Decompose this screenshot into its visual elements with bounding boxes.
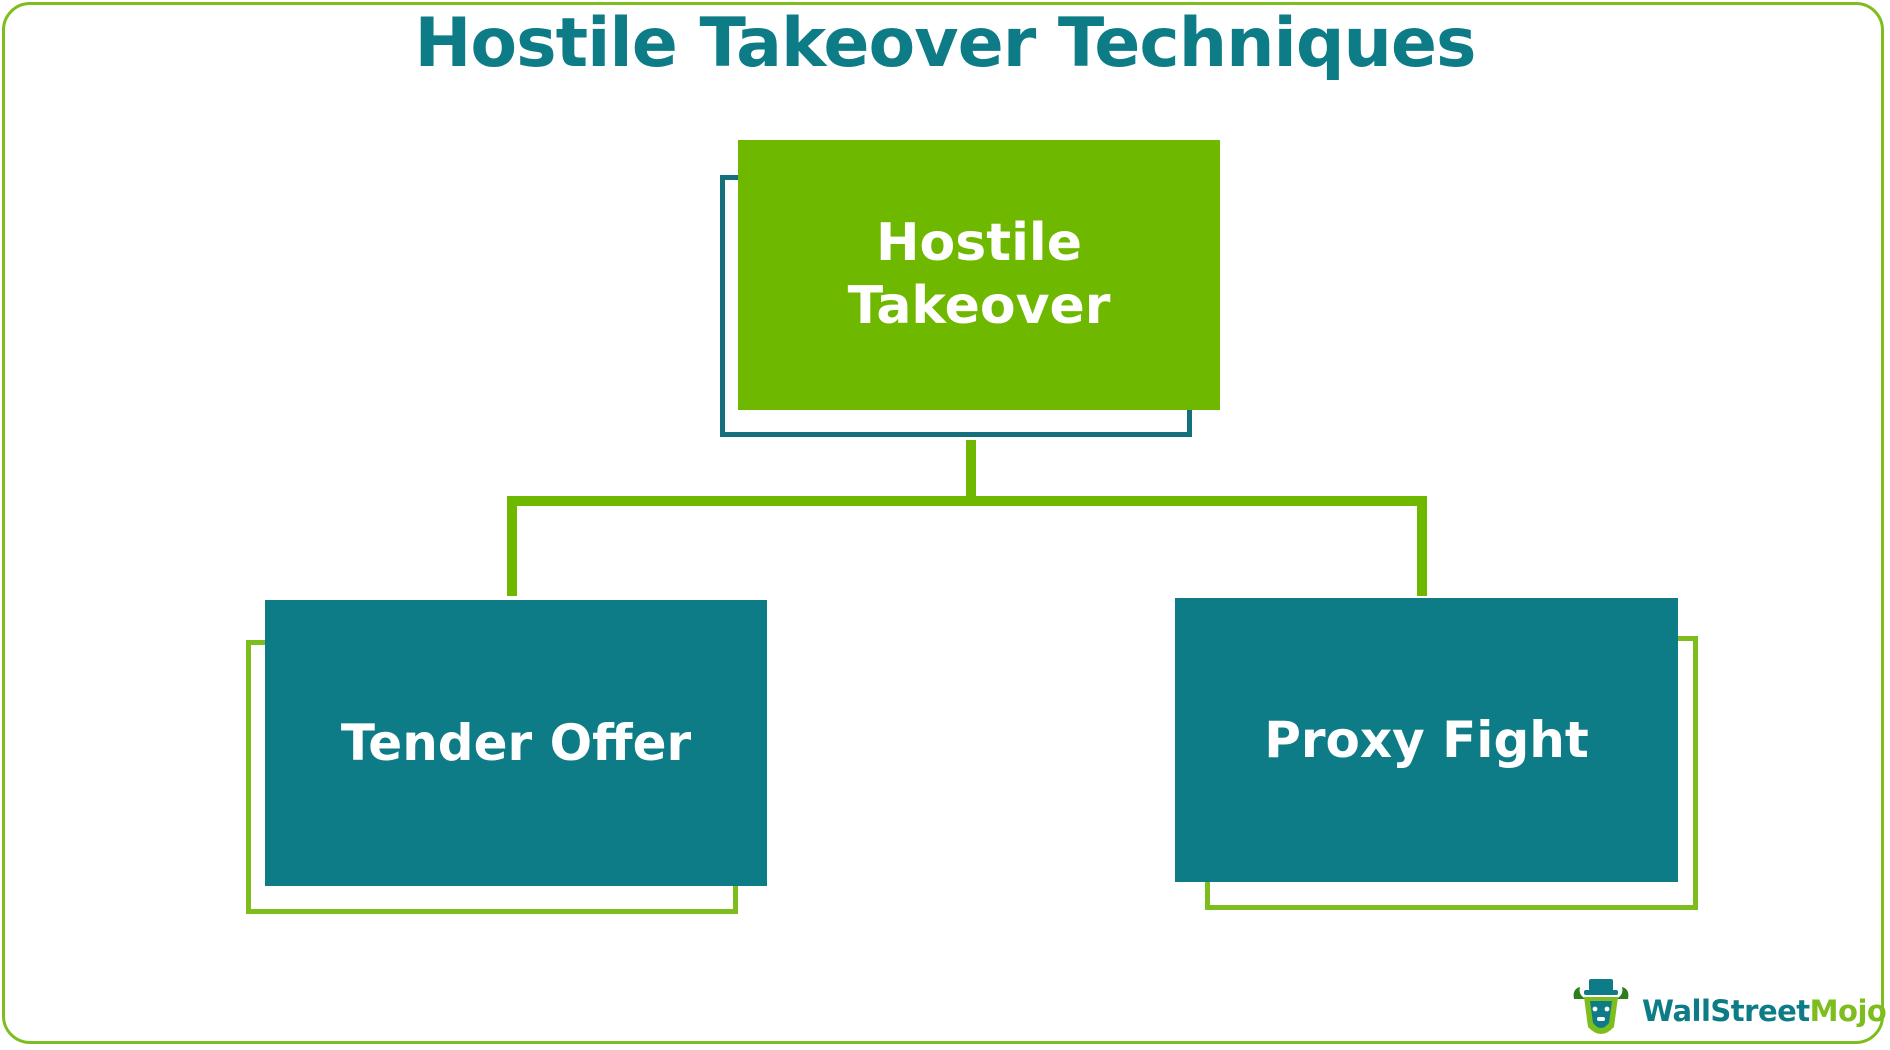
- connector-root-stem: [966, 440, 976, 498]
- brand-wordmark-part3: Mojo: [1809, 994, 1887, 1028]
- child-node-label: Proxy Fight: [1264, 710, 1589, 769]
- connector-right-drop: [1417, 496, 1427, 596]
- child-node-proxy-fight: Proxy Fight: [1175, 598, 1678, 882]
- child-node-label: Tender Offer: [340, 713, 692, 772]
- connector-left-drop: [507, 496, 517, 596]
- brand-logo: WallStreetMojo: [1570, 975, 1887, 1047]
- child-node-tender-offer: Tender Offer: [265, 600, 767, 886]
- bull-mascot-icon: [1573, 979, 1629, 1034]
- page-title: Hostile Takeover Techniques: [414, 4, 1477, 83]
- brand-wordmark-part1: Wall: [1642, 994, 1711, 1028]
- root-node-hostile-takeover: Hostile Takeover: [738, 140, 1220, 410]
- brand-wordmark-part2: Street: [1710, 994, 1810, 1028]
- root-node-label: Hostile Takeover: [847, 212, 1111, 336]
- connector-horizontal: [507, 496, 1427, 506]
- brand-wordmark: WallStreetMojo: [1642, 994, 1887, 1028]
